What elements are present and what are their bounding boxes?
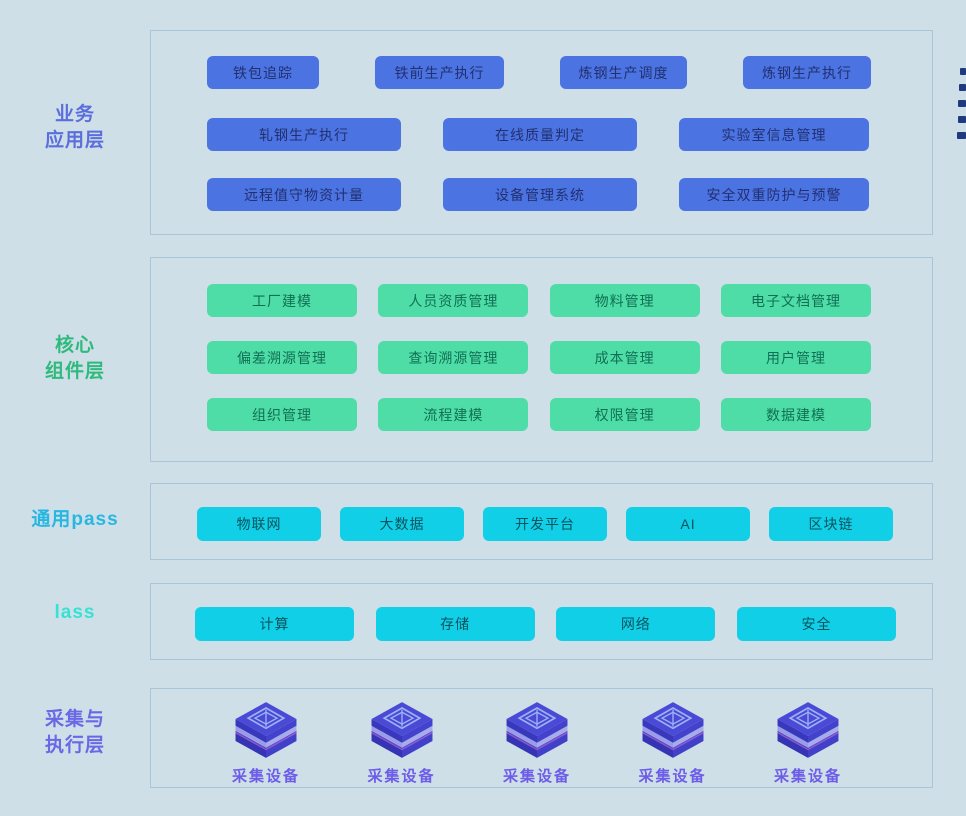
layer-label-line: 采集与 [44, 709, 105, 730]
paas-service-button[interactable]: 开发平台 [483, 507, 607, 541]
paas-service-button[interactable]: 区块链 [769, 507, 893, 541]
core-component-button[interactable]: 电子文档管理 [720, 284, 871, 317]
edge-mark-dash [957, 132, 966, 139]
core-component-button[interactable]: 成本管理 [549, 341, 700, 374]
device-label: 采集设备 [773, 768, 842, 785]
iaas-service-button[interactable]: 安全 [736, 607, 896, 641]
collection-execution-layer-box: 采集设备 采集设备 采集设备 [150, 688, 933, 788]
iaas-service-button[interactable]: 网络 [556, 607, 716, 641]
business-app-button[interactable]: 设备管理系统 [443, 178, 637, 211]
iaas-service-button[interactable]: 计算 [195, 607, 354, 641]
device-label: 采集设备 [502, 768, 571, 785]
business-app-button[interactable]: 远程值守物资计量 [207, 178, 401, 211]
edge-mark-dash [960, 68, 966, 75]
collection-device[interactable]: 采集设备 [352, 697, 452, 786]
layer-label-line: 业务 [54, 104, 95, 125]
core-component-button[interactable]: 数据建模 [720, 398, 871, 431]
device-cube-icon [641, 702, 704, 758]
business-app-button[interactable]: 在线质量判定 [443, 118, 637, 151]
layer-label-line: 执行层 [44, 735, 105, 756]
paas-service-button[interactable]: 物联网 [197, 507, 321, 541]
layer-label-iaas: lass [0, 600, 150, 626]
core-component-button[interactable]: 组织管理 [207, 398, 357, 431]
device-cube-icon [506, 702, 568, 758]
business-app-button[interactable]: 实验室信息管理 [679, 118, 869, 151]
device-cube-icon [370, 702, 433, 758]
core-component-button[interactable]: 人员资质管理 [378, 284, 529, 317]
paas-service-button[interactable]: AI [626, 507, 750, 541]
business-app-button[interactable]: 安全双重防护与预警 [679, 178, 869, 211]
edge-mark-dash [958, 116, 966, 123]
paas-service-button[interactable]: 大数据 [340, 507, 464, 541]
device-label: 采集设备 [638, 768, 707, 785]
business-app-button[interactable]: 铁包追踪 [207, 56, 319, 89]
business-app-button[interactable]: 铁前生产执行 [375, 56, 504, 89]
device-cube-icon [777, 702, 839, 758]
collection-device[interactable]: 采集设备 [758, 697, 858, 786]
iaas-layer-box: 计算存储网络安全 [150, 583, 933, 660]
device-cube-icon [235, 702, 297, 758]
layer-label-business-application: 业务 应用层 [0, 102, 150, 154]
edge-marks [957, 68, 966, 148]
layer-label-line: 核心 [54, 335, 95, 356]
core-components-layer-box: 工厂建模人员资质管理物料管理电子文档管理 偏差溯源管理查询溯源管理成本管理用户管… [150, 257, 933, 462]
core-component-button[interactable]: 偏差溯源管理 [207, 341, 357, 374]
collection-device[interactable]: 采集设备 [216, 697, 316, 786]
general-paas-layer-box: 物联网大数据开发平台 AI 区块链 [150, 483, 933, 560]
device-label: 采集设备 [231, 768, 300, 785]
business-app-button[interactable]: 炼钢生产执行 [743, 56, 871, 89]
layer-label-collection-execution: 采集与 执行层 [0, 707, 150, 759]
business-app-button[interactable]: 炼钢生产调度 [560, 56, 687, 89]
layer-label-line: 组件层 [44, 361, 105, 382]
core-component-button[interactable]: 权限管理 [549, 398, 700, 431]
business-application-layer-box: 铁包追踪 铁前生产执行 炼钢生产调度 炼钢生产执行 轧钢生产执行 在线质量判定 实验室信息… [150, 30, 933, 235]
edge-mark-dash [958, 100, 966, 107]
core-component-button[interactable]: 查询溯源管理 [378, 341, 529, 374]
device-label: 采集设备 [367, 768, 436, 785]
layer-label-general-paas: 通用pass [0, 507, 150, 533]
device-row: 采集设备 采集设备 采集设备 [216, 697, 858, 786]
layer-label-line: lass [54, 602, 96, 623]
collection-device[interactable]: 采集设备 [623, 697, 723, 786]
collection-device[interactable]: 采集设备 [487, 697, 587, 786]
layer-label-core-components: 核心 组件层 [0, 333, 150, 385]
business-app-button[interactable]: 轧钢生产执行 [207, 118, 401, 151]
core-component-button[interactable]: 流程建模 [378, 398, 529, 431]
layer-label-line: 应用层 [44, 130, 105, 151]
layer-label-line: 通用pass [31, 509, 119, 530]
core-component-button[interactable]: 用户管理 [720, 341, 871, 374]
iaas-service-button[interactable]: 存储 [375, 607, 535, 641]
core-component-button[interactable]: 物料管理 [549, 284, 700, 317]
edge-mark-dash [959, 84, 966, 91]
core-component-button[interactable]: 工厂建模 [207, 284, 357, 317]
